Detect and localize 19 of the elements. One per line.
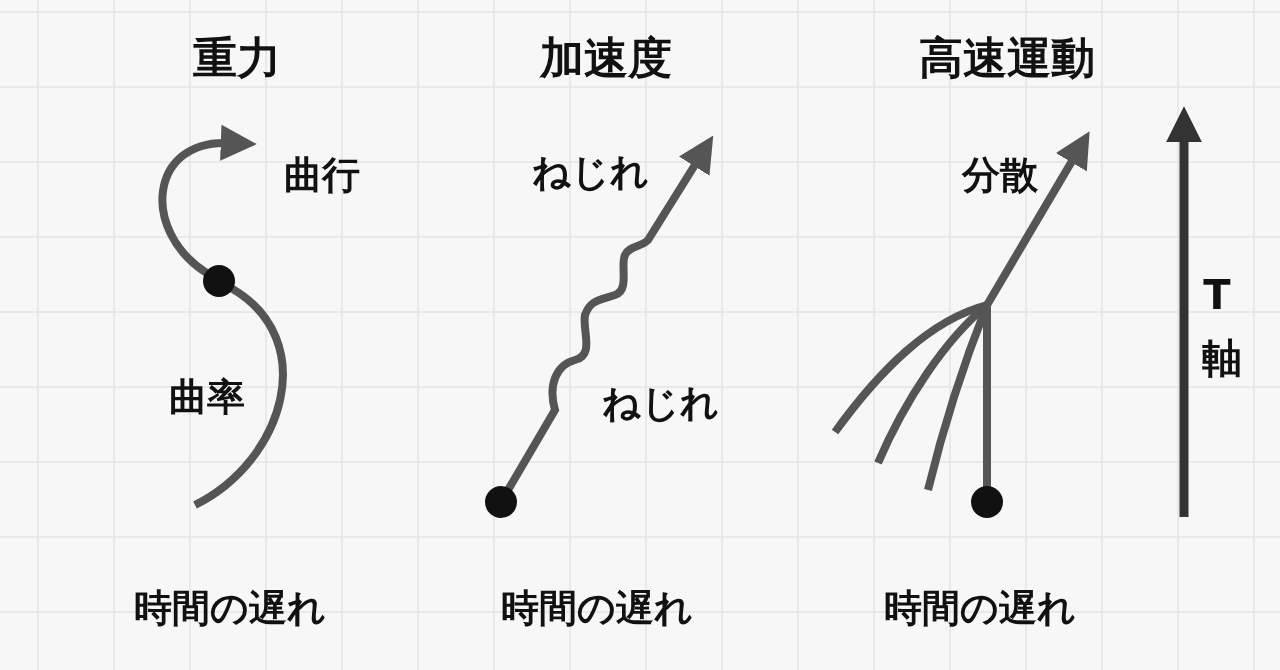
event-dot [485,486,517,518]
worldline-arrow [505,135,714,492]
caption-label: 時間の遅れ [884,589,1076,627]
curve-label: 曲率 [169,378,245,416]
panel-title: 重力 [193,36,281,80]
caption-label: 時間の遅れ [501,589,693,627]
worldline-arrow [158,125,257,277]
caption-label: 時間の遅れ [134,589,326,627]
panel-title: 加速度 [540,36,672,80]
curve-label: 曲行 [284,156,360,194]
curve-label: ねじれ [531,153,649,191]
curve-label: 分散 [962,156,1038,194]
event-dot [971,486,1003,518]
axis-label: T [1203,275,1231,315]
panel-title: 高速運動 [919,36,1095,80]
event-dot [203,265,235,297]
axis-label: 軸 [1202,338,1242,378]
curve-label: ねじれ [601,384,719,422]
worldline-arrow [983,131,1090,487]
